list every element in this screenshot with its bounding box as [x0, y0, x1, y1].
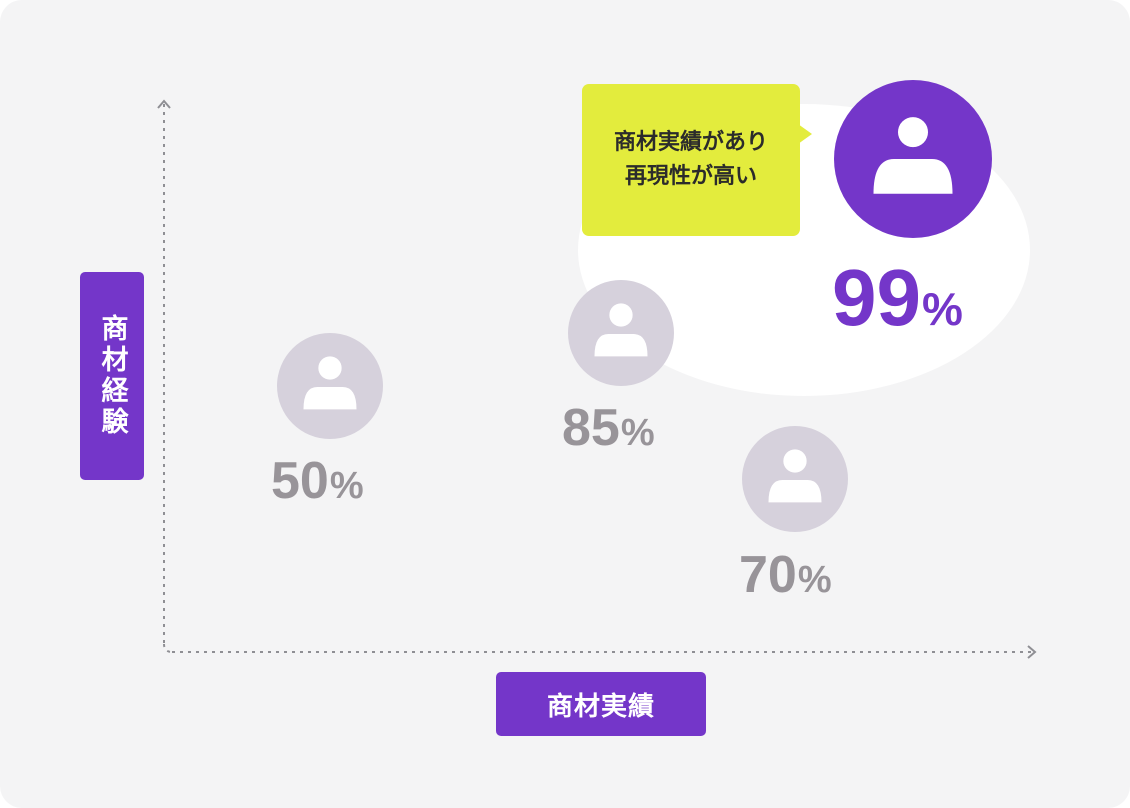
- percent-unit: %: [797, 559, 832, 601]
- user-icon: [873, 117, 953, 194]
- percent-unit: %: [921, 283, 963, 335]
- person-avatar-99: [834, 80, 992, 238]
- callout-line-1: 商材実績があり: [613, 129, 768, 155]
- callout-bubble: 商材実績があり 再現性が高い: [582, 84, 800, 236]
- percent-unit: %: [329, 465, 364, 507]
- y-axis-label: 商材経験: [80, 272, 144, 480]
- user-icon: [594, 303, 648, 357]
- percent-unit: %: [620, 412, 655, 454]
- percent-value: 50: [271, 452, 329, 510]
- callout-line-2: 再現性が高い: [624, 164, 757, 189]
- user-icon: [303, 356, 357, 410]
- percent-value: 85: [562, 399, 620, 457]
- percent-99: 99%: [832, 258, 963, 338]
- person-avatar-85: [568, 280, 674, 386]
- y-axis-curve: [163, 643, 173, 653]
- arrow-right-icon: [1027, 645, 1037, 659]
- person-avatar-70: [742, 426, 848, 532]
- person-avatar-50: [277, 333, 383, 439]
- percent-value: 70: [739, 546, 797, 604]
- percent-value: 99: [832, 253, 921, 342]
- callout-tail: [798, 124, 812, 144]
- percent-85: 85%: [562, 402, 655, 454]
- percent-70: 70%: [739, 549, 832, 601]
- x-axis-label: 商材実績: [496, 672, 706, 736]
- user-icon: [768, 449, 822, 503]
- percent-50: 50%: [271, 455, 364, 507]
- arrow-up-icon: [157, 99, 171, 109]
